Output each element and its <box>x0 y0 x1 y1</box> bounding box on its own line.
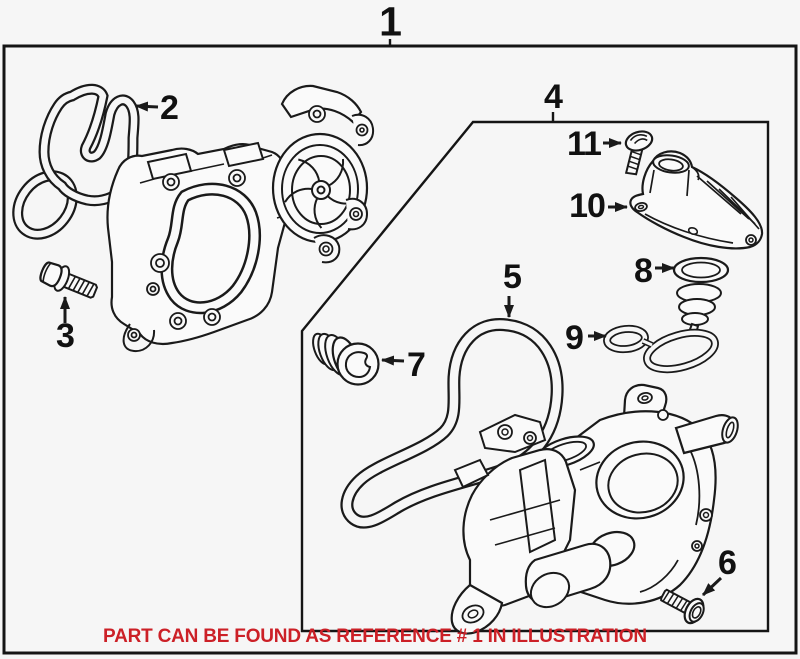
gasket-9-drawing <box>603 324 719 374</box>
callout-4: 4 <box>544 78 563 116</box>
inner-reference-box <box>300 112 770 633</box>
callout-10: 10 <box>569 187 606 225</box>
outer-reference-box <box>2 39 798 655</box>
callout-5: 5 <box>503 258 522 296</box>
bolt-11-drawing <box>624 130 654 176</box>
reference-caption: PART CAN BE FOUND AS REFERENCE # 1 IN IL… <box>103 626 647 647</box>
callout-9: 9 <box>565 319 584 357</box>
bolt-6-drawing <box>660 588 705 625</box>
thermostat-8-drawing <box>672 256 730 336</box>
callout-6-arrow <box>701 576 723 597</box>
callout-1: 1 <box>379 0 402 45</box>
lower-housing-drawing <box>450 383 739 635</box>
callout-11: 11 <box>567 125 602 163</box>
water-pump-drawing <box>106 84 375 353</box>
gasket-5-drawing <box>340 318 564 529</box>
gasket-2-drawing <box>12 83 140 240</box>
bolt-3-drawing <box>39 261 99 299</box>
callout-8: 8 <box>634 252 653 290</box>
callout-2-arrow <box>135 101 159 112</box>
callout-7: 7 <box>407 346 426 384</box>
housing-10-drawing <box>629 150 764 250</box>
callout-3: 3 <box>56 317 75 355</box>
callout-arrows <box>60 101 723 597</box>
callout-6: 6 <box>718 544 737 582</box>
callout-7-arrow <box>381 355 405 366</box>
callout-2: 2 <box>160 89 179 127</box>
plug-7-drawing <box>312 332 380 386</box>
